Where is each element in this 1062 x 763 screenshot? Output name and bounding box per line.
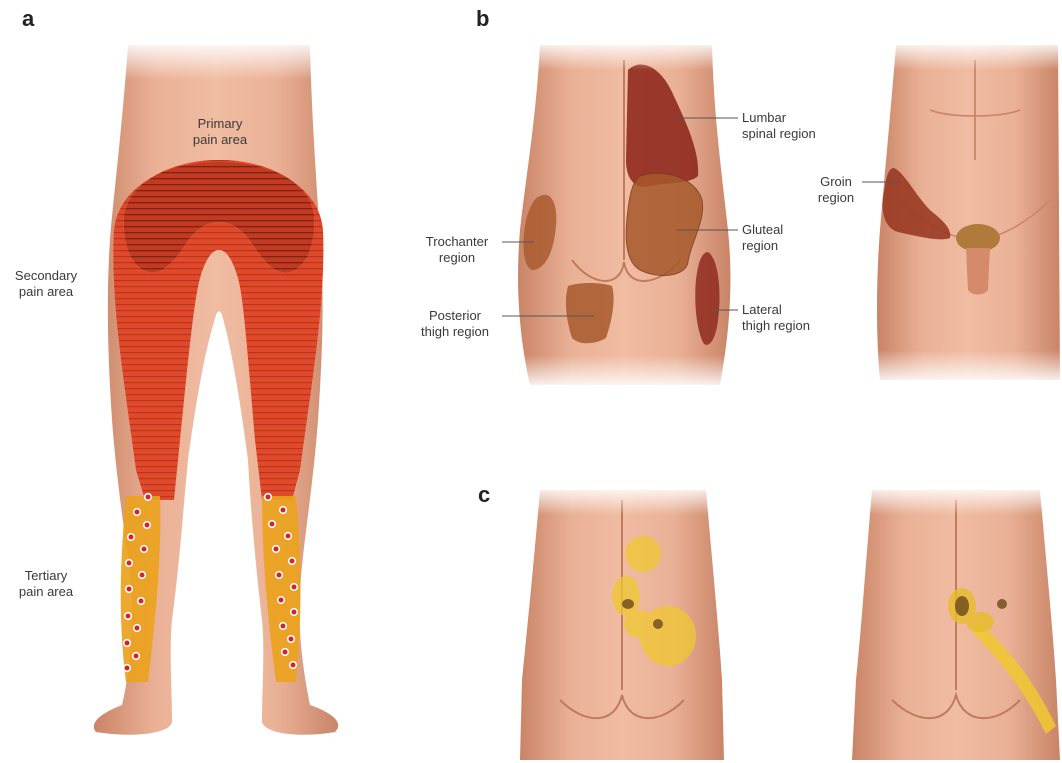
- pubic-area: [956, 224, 1000, 252]
- panel-b-front-figure: [870, 40, 1062, 385]
- panel-letter-a: a: [22, 6, 34, 32]
- panel-letter-b: b: [476, 6, 489, 32]
- panel-c-right-figure: [845, 485, 1062, 760]
- posterior-thigh-region: [566, 283, 614, 343]
- panel-b-back-figure: [510, 40, 740, 390]
- panel-letter-c: c: [478, 482, 490, 508]
- panel-c-left-figure: [510, 485, 740, 760]
